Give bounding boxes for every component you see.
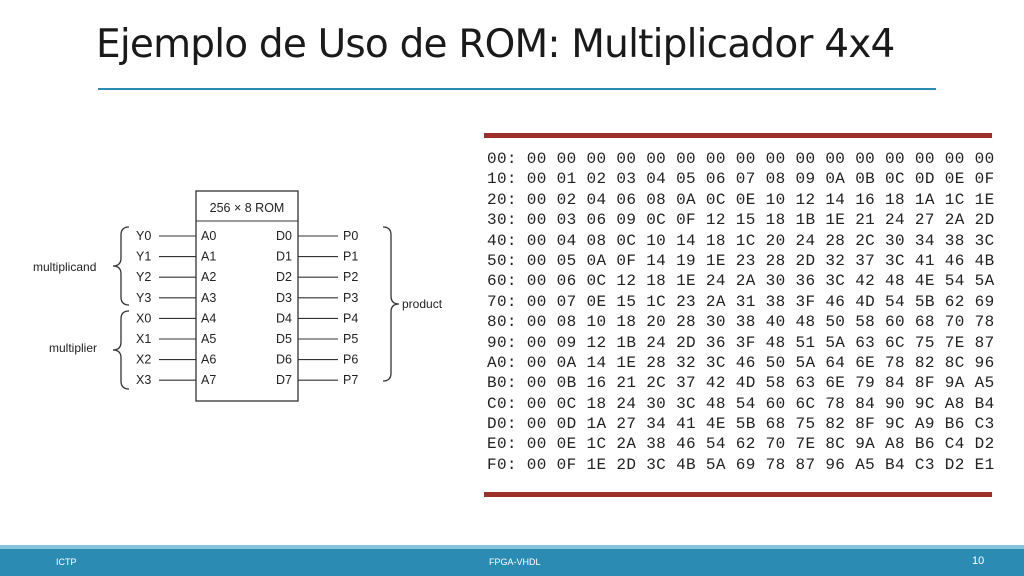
data-pin-label: D1 — [276, 250, 292, 264]
rom-row: 20: 00 02 04 06 08 0A 0C 0E 10 12 14 16 … — [487, 190, 995, 209]
rom-row: 30: 00 03 06 09 0C 0F 12 15 18 1B 1E 21 … — [487, 211, 995, 230]
address-pin-label: A0 — [201, 229, 216, 243]
rom-row: 40: 00 04 08 0C 10 14 18 1C 20 24 28 2C … — [487, 231, 995, 250]
data-pin-label: D4 — [276, 311, 292, 325]
footer-course: FPGA-VHDL — [489, 557, 541, 567]
output-label: P6 — [343, 353, 358, 367]
table-bottom-rule — [484, 492, 992, 497]
rom-row: A0: 00 0A 14 1E 28 32 3C 46 50 5A 64 6E … — [487, 353, 995, 372]
input-label: Y0 — [136, 229, 151, 243]
rom-contents-table: 00: 00 00 00 00 00 00 00 00 00 00 00 00 … — [484, 133, 995, 499]
data-pin-label: D3 — [276, 291, 292, 305]
output-label: P0 — [343, 229, 358, 243]
data-pin-label: D0 — [276, 229, 292, 243]
address-pin-label: A5 — [201, 332, 216, 346]
address-pin-label: A4 — [201, 311, 216, 325]
multiplicand-brace — [112, 226, 130, 306]
input-label: Y3 — [136, 291, 151, 305]
data-pin-label: D7 — [276, 373, 292, 387]
rom-row: 90: 00 09 12 1B 24 2D 36 3F 48 51 5A 63 … — [487, 333, 995, 352]
title-underline — [98, 88, 936, 90]
footer-bar: ICTP FPGA-VHDL 10 — [0, 545, 1024, 576]
rom-row: 70: 00 07 0E 15 1C 23 2A 31 38 3F 46 4D … — [487, 292, 995, 311]
output-label: P3 — [343, 291, 358, 305]
footer-highlight — [0, 545, 1024, 549]
output-label: P2 — [343, 270, 358, 284]
input-label: Y2 — [136, 270, 151, 284]
footer-organization: ICTP — [56, 557, 77, 567]
product-label: product — [402, 297, 443, 311]
rom-row: B0: 00 0B 16 21 2C 37 42 4D 58 63 6E 79 … — [487, 374, 995, 393]
address-pin-label: A7 — [201, 373, 216, 387]
input-label: Y1 — [136, 250, 151, 264]
output-label: P4 — [343, 311, 358, 325]
input-label: X3 — [136, 373, 151, 387]
slide-title: Ejemplo de Uso de ROM: Multiplicador 4x4 — [96, 22, 895, 67]
rom-row: 80: 00 08 10 18 20 28 30 38 40 48 50 58 … — [487, 313, 995, 332]
rom-row: E0: 00 0E 1C 2A 38 46 54 62 70 7E 8C 9A … — [487, 435, 995, 454]
output-label: P5 — [343, 332, 358, 346]
rom-label: 256 × 8 ROM — [210, 201, 285, 215]
rom-row: F0: 00 0F 1E 2D 3C 4B 5A 69 78 87 96 A5 … — [487, 455, 995, 474]
input-label: X0 — [136, 311, 151, 325]
input-label: X1 — [136, 332, 151, 346]
address-pin-label: A6 — [201, 353, 216, 367]
input-label: X2 — [136, 353, 151, 367]
rom-row: 10: 00 01 02 03 04 05 06 07 08 09 0A 0B … — [487, 170, 995, 189]
table-top-rule — [484, 133, 992, 138]
rom-rows: 00: 00 00 00 00 00 00 00 00 00 00 00 00 … — [487, 149, 995, 475]
rom-row: 50: 00 05 0A 0F 14 19 1E 23 28 2D 32 37 … — [487, 251, 995, 270]
data-pin-label: D6 — [276, 353, 292, 367]
output-label: P7 — [343, 373, 358, 387]
product-brace — [382, 226, 400, 382]
address-pin-label: A2 — [201, 270, 216, 284]
rom-row: 00: 00 00 00 00 00 00 00 00 00 00 00 00 … — [487, 150, 995, 168]
multiplicand-label: multiplicand — [33, 260, 96, 274]
rom-row: C0: 00 0C 18 24 30 3C 48 54 60 6C 78 84 … — [487, 394, 995, 413]
address-pin-label: A1 — [201, 250, 216, 264]
rom-row: 60: 00 06 0C 12 18 1E 24 2A 30 36 3C 42 … — [487, 272, 995, 291]
data-pin-label: D2 — [276, 270, 292, 284]
multiplier-label: multiplier — [49, 341, 97, 355]
address-pin-label: A3 — [201, 291, 216, 305]
page-number: 10 — [972, 555, 985, 567]
rom-block — [195, 190, 299, 402]
output-label: P1 — [343, 250, 358, 264]
data-pin-label: D5 — [276, 332, 292, 346]
rom-row: D0: 00 0D 1A 27 34 41 4E 5B 68 75 82 8F … — [487, 415, 995, 434]
multiplier-brace — [112, 310, 130, 390]
